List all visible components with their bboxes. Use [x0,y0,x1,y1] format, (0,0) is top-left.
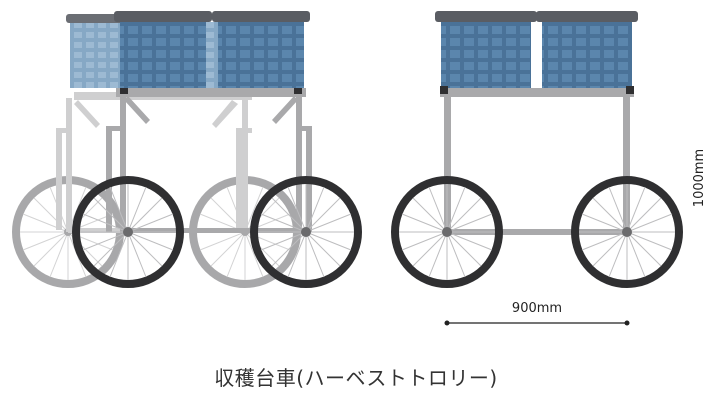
height-dimension: 1000mm [692,149,707,207]
trolley-perspective-view [12,11,362,288]
width-label: 900mm [512,301,562,316]
trolley-side-view [391,11,683,288]
diagram-caption: 収穫台車(ハーベストトロリー) [214,366,498,390]
side-baskets [435,11,638,88]
side-wheel-right [571,176,683,288]
front-wheel-right [250,176,362,288]
width-dimension: 900mm [444,301,630,326]
front-baskets [114,11,310,88]
side-wheel-left [391,176,503,288]
front-frame [106,86,312,234]
back-frame [56,92,252,233]
side-frame [440,86,634,235]
height-label: 1000mm [692,149,707,207]
front-wheel-left [72,176,184,288]
